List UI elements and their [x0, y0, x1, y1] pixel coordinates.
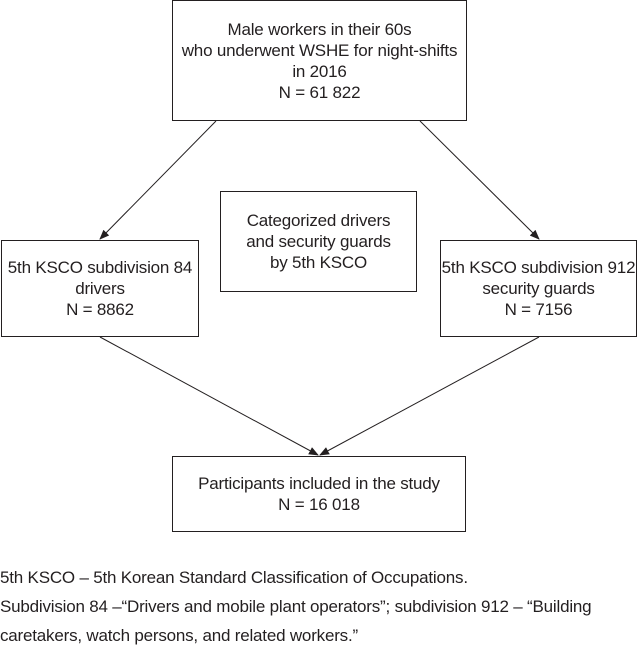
center-box-categorized: Categorized drivers and security guards … — [220, 191, 417, 292]
bottom-box-participants: Participants included in the study N = 1… — [172, 456, 466, 532]
footnote-line-2: Subdivision 84 –“Drivers and mobile plan… — [0, 597, 592, 616]
bottom-box-line-1: Participants included in the study — [198, 474, 440, 493]
bottom-box-line-2: N = 16 018 — [278, 495, 360, 514]
center-box-line-2: and security guards — [246, 232, 391, 251]
right-box-line-1: 5th KSCO subdivision 912 — [441, 258, 636, 277]
top-box-line-3: in 2016 — [292, 61, 347, 81]
center-box-line-3: by 5th KSCO — [269, 253, 367, 272]
top-box-line-2: who underwent WSHE for night-shifts — [181, 40, 458, 60]
right-box-security-guards: 5th KSCO subdivision 912 security guards… — [440, 240, 637, 337]
left-box-drivers: 5th KSCO subdivision 84 drivers N = 8862 — [1, 240, 199, 337]
left-box-line-3: N = 8862 — [66, 300, 134, 319]
center-box-line-1: Categorized drivers — [246, 211, 391, 230]
top-box-line-1: Male workers in their 60s — [227, 19, 412, 39]
right-box-line-3: N = 7156 — [504, 300, 573, 319]
arrow-left-to-bottom — [99, 336, 319, 456]
arrow-top-to-right — [419, 120, 540, 240]
arrow-top-to-left — [99, 120, 217, 240]
left-box-line-1: 5th KSCO subdivision 84 — [7, 258, 193, 277]
top-box-line-4: N = 61 822 — [278, 82, 361, 102]
right-box-line-2: security guards — [482, 279, 595, 298]
footnote-line-1: 5th KSCO – 5th Korean Standard Classific… — [0, 568, 468, 587]
arrow-right-to-bottom — [319, 336, 540, 456]
footnote-line-3: caretakers, watch persons, and related w… — [0, 626, 358, 645]
top-box-male-workers: Male workers in their 60s who underwent … — [172, 0, 467, 121]
left-box-line-2: drivers — [75, 279, 125, 298]
footnotes: 5th KSCO – 5th Korean Standard Classific… — [0, 563, 636, 650]
